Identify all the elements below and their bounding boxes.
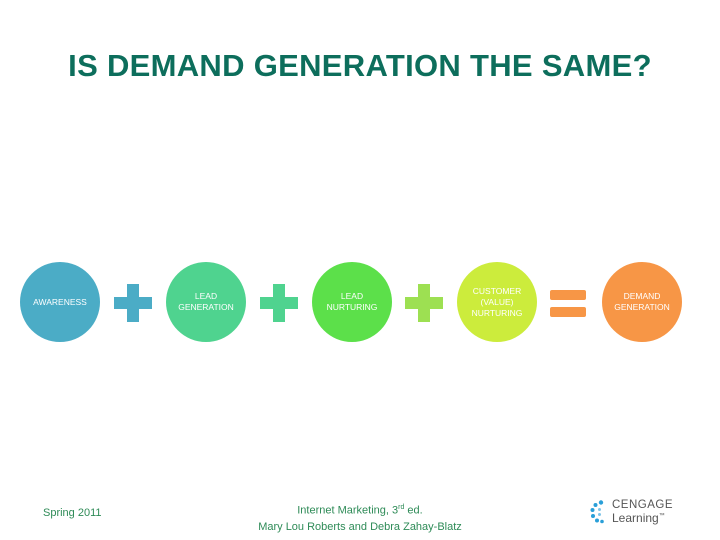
logo-word-cengage: CENGAGE [612, 499, 674, 511]
demand-generation-circle: DEMAND GENERATION [602, 262, 682, 342]
lead-nurturing-circle: LEAD NURTURING [312, 262, 392, 342]
plus-sign-2 [260, 284, 298, 322]
cengage-logo: CENGAGE Learning™ [590, 498, 690, 528]
equals-sign [550, 290, 586, 318]
plus-sign-3 [405, 284, 443, 322]
logo-learning-text: Learning [612, 511, 659, 525]
cengage-dots-icon [590, 500, 604, 524]
awareness-circle: AWARENESS [20, 262, 100, 342]
book-title-text: Internet Marketing, 3 [297, 504, 399, 517]
footer-citation: Internet Marketing, 3rd ed. Mary Lou Rob… [210, 500, 510, 535]
trademark-mark: ™ [658, 513, 665, 519]
footer-term: Spring 2011 [43, 507, 102, 519]
edition-superscript: rd [398, 504, 405, 511]
edition-suffix: ed. [404, 504, 423, 517]
logo-word-learning: Learning™ [612, 511, 665, 525]
lead-generation-circle: LEAD GENERATION [166, 262, 246, 342]
footer-book-title: Internet Marketing, 3rd ed. [210, 500, 510, 519]
slide-title: IS DEMAND GENERATION THE SAME? [68, 48, 652, 83]
customer-value-nurturing-circle: CUSTOMER (VALUE) NURTURING [457, 262, 537, 342]
plus-sign-1 [114, 284, 152, 322]
footer-authors: Mary Lou Roberts and Debra Zahay-Blatz [258, 520, 462, 533]
